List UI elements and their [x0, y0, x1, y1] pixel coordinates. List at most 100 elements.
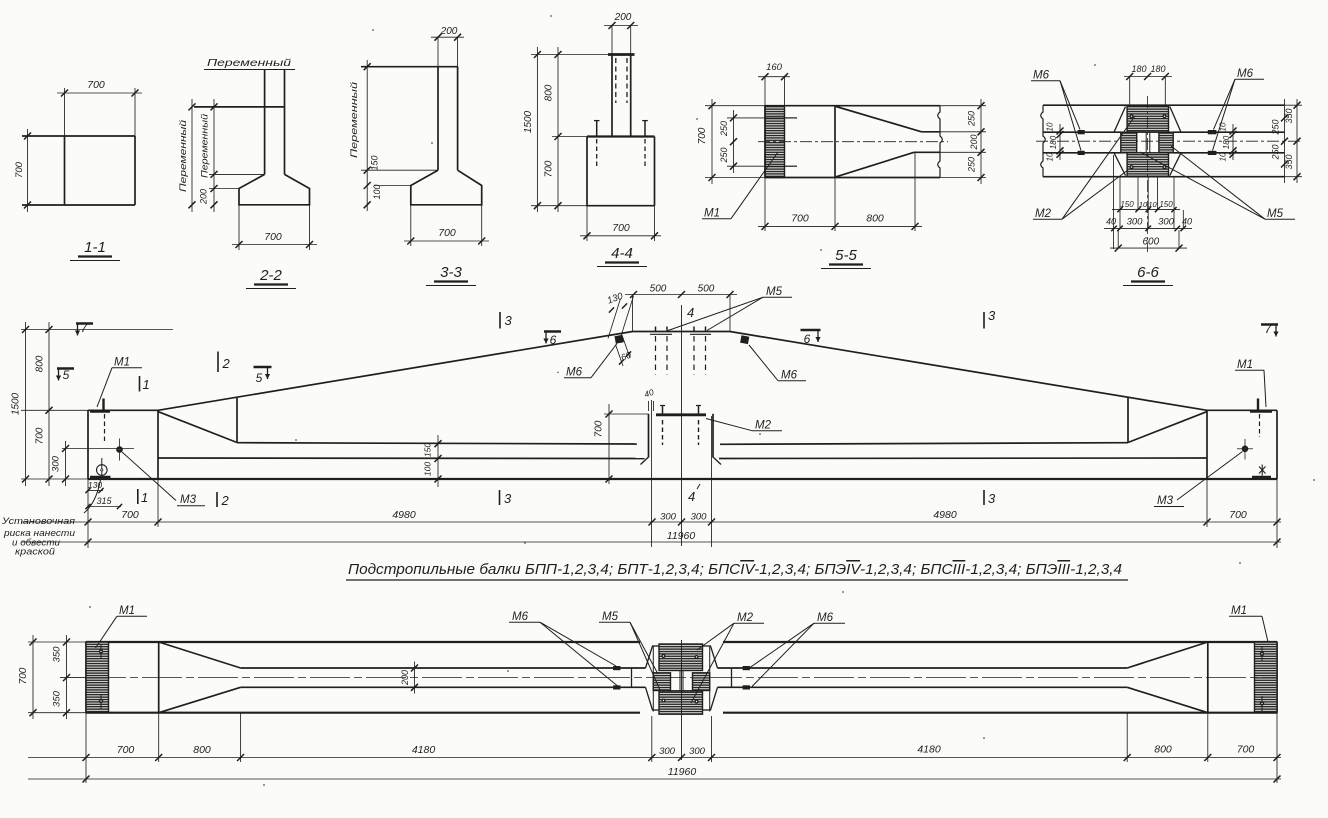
svg-text:250: 250 — [1271, 144, 1281, 160]
svg-text:Переменный: Переменный — [200, 114, 210, 178]
svg-text:40: 40 — [1182, 217, 1192, 227]
svg-text:7: 7 — [81, 321, 89, 335]
svg-text:250: 250 — [719, 121, 729, 137]
svg-text:6: 6 — [804, 332, 811, 346]
svg-text:1-1: 1-1 — [84, 239, 106, 256]
svg-text:5: 5 — [256, 371, 263, 385]
svg-text:3: 3 — [504, 491, 512, 506]
svg-text:М2: М2 — [1035, 208, 1052, 220]
svg-text:5: 5 — [63, 368, 70, 382]
svg-text:10: 10 — [1139, 200, 1148, 209]
svg-text:М1: М1 — [114, 357, 130, 369]
svg-text:М3: М3 — [180, 494, 197, 506]
svg-text:10: 10 — [1219, 152, 1228, 161]
svg-text:700: 700 — [14, 161, 25, 178]
svg-text:150: 150 — [1120, 200, 1134, 209]
svg-text:5-5: 5-5 — [835, 247, 857, 264]
svg-text:180: 180 — [1222, 135, 1231, 149]
svg-text:М6: М6 — [781, 370, 798, 382]
svg-text:700: 700 — [544, 160, 555, 177]
svg-text:300: 300 — [691, 512, 708, 523]
svg-text:11960: 11960 — [668, 766, 697, 778]
svg-text:200: 200 — [400, 670, 410, 686]
svg-text:2: 2 — [222, 356, 231, 371]
svg-text:130: 130 — [606, 291, 625, 307]
svg-text:300: 300 — [1127, 217, 1144, 228]
svg-text:Установочная: Установочная — [1, 516, 75, 527]
svg-text:2: 2 — [221, 493, 230, 508]
svg-text:М6: М6 — [566, 367, 583, 379]
svg-text:800: 800 — [544, 84, 555, 101]
svg-text:7: 7 — [1265, 322, 1273, 336]
svg-text:315: 315 — [96, 496, 112, 506]
svg-text:200: 200 — [199, 189, 209, 205]
svg-text:800: 800 — [1154, 744, 1172, 756]
svg-text:1500: 1500 — [523, 110, 534, 133]
svg-text:1500: 1500 — [11, 392, 22, 415]
svg-text:700: 700 — [594, 420, 605, 437]
svg-text:160: 160 — [766, 62, 783, 73]
svg-text:100: 100 — [423, 462, 433, 476]
svg-text:700: 700 — [264, 231, 282, 243]
svg-text:10: 10 — [1219, 122, 1228, 131]
svg-text:риска нанести: риска нанести — [3, 528, 76, 539]
svg-text:500: 500 — [698, 284, 715, 295]
svg-text:Переменный: Переменный — [207, 57, 291, 69]
svg-text:М2: М2 — [737, 612, 754, 624]
svg-text:800: 800 — [866, 213, 884, 225]
svg-text:краской: краской — [15, 547, 56, 558]
svg-text:700: 700 — [1237, 744, 1255, 756]
svg-text:Переменный: Переменный — [349, 82, 359, 158]
svg-text:600: 600 — [1142, 237, 1159, 248]
svg-text:3: 3 — [988, 308, 996, 323]
svg-text:3: 3 — [505, 313, 513, 328]
svg-text:4180: 4180 — [412, 744, 436, 756]
svg-text:М6: М6 — [817, 612, 834, 624]
svg-text:800: 800 — [35, 355, 46, 372]
svg-text:40: 40 — [1106, 217, 1116, 227]
svg-text:М5: М5 — [1267, 208, 1284, 220]
svg-text:130: 130 — [88, 480, 102, 490]
svg-text:700: 700 — [697, 127, 708, 144]
svg-text:4980: 4980 — [392, 509, 416, 521]
svg-text:3: 3 — [988, 491, 996, 506]
svg-text:700: 700 — [87, 79, 105, 91]
svg-text:4180: 4180 — [917, 744, 941, 756]
svg-text:М1: М1 — [119, 605, 135, 617]
svg-text:200: 200 — [440, 26, 458, 37]
svg-text:10: 10 — [1148, 200, 1157, 209]
svg-text:350: 350 — [1284, 108, 1294, 123]
svg-text:М5: М5 — [602, 611, 619, 623]
svg-text:150: 150 — [370, 155, 380, 170]
svg-text:2-2: 2-2 — [259, 267, 282, 284]
svg-text:700: 700 — [18, 667, 29, 684]
svg-text:700: 700 — [35, 427, 46, 444]
svg-text:4980: 4980 — [933, 509, 957, 521]
svg-text:4: 4 — [688, 489, 695, 504]
svg-text:6: 6 — [550, 333, 557, 347]
svg-text:200: 200 — [969, 134, 979, 150]
svg-text:1: 1 — [143, 377, 150, 392]
svg-text:М1: М1 — [1237, 359, 1253, 371]
svg-text:40: 40 — [643, 387, 656, 400]
svg-text:180: 180 — [1150, 64, 1165, 74]
svg-text:700: 700 — [438, 227, 456, 239]
svg-text:М6: М6 — [1033, 70, 1050, 82]
svg-text:100: 100 — [372, 184, 382, 199]
svg-text:200: 200 — [614, 12, 632, 23]
svg-text:700: 700 — [791, 213, 809, 225]
svg-text:М1: М1 — [704, 208, 720, 220]
svg-text:150: 150 — [423, 443, 433, 457]
svg-text:250: 250 — [719, 147, 729, 163]
svg-text:300: 300 — [1158, 217, 1175, 228]
svg-text:Переменный: Переменный — [178, 120, 188, 192]
svg-text:500: 500 — [650, 284, 667, 295]
svg-text:700: 700 — [612, 222, 630, 234]
svg-text:Подстропильные балки БПП-1,2,3: Подстропильные балки БПП-1,2,3,4; БПТ-1,… — [348, 561, 1122, 578]
svg-text:11960: 11960 — [667, 530, 696, 542]
svg-text:250: 250 — [1271, 119, 1281, 135]
svg-text:180: 180 — [1049, 135, 1058, 149]
svg-text:6-6: 6-6 — [1137, 264, 1159, 281]
svg-text:10: 10 — [1046, 122, 1055, 131]
svg-text:300: 300 — [659, 746, 676, 757]
